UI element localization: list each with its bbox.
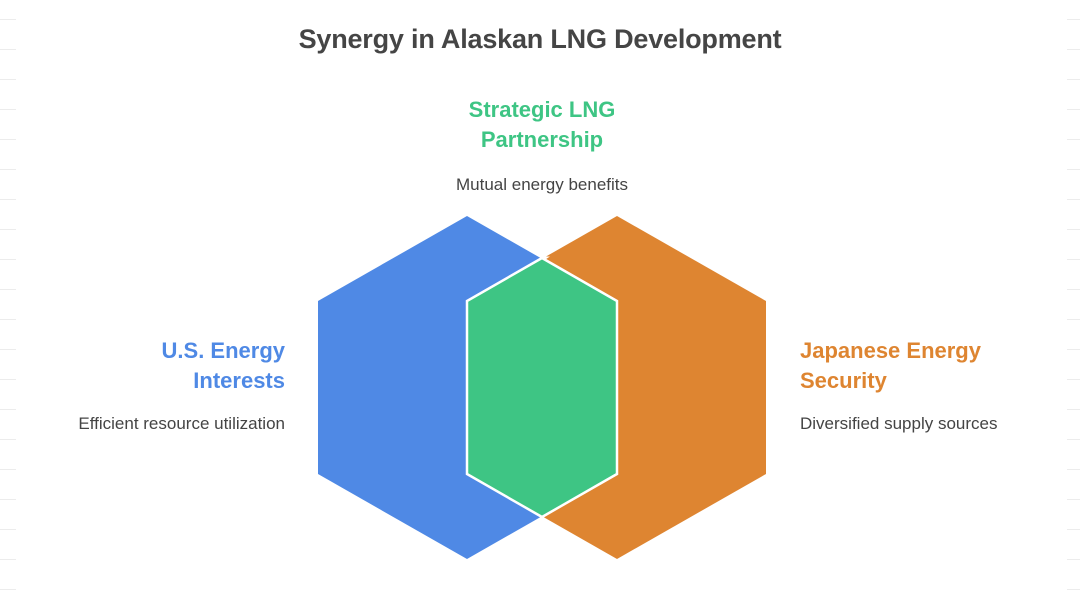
heading-line: Strategic LNG <box>468 97 616 122</box>
strategic-partnership-overlap-hexagon <box>465 256 619 519</box>
us-energy-description: Efficient resource utilization <box>78 414 285 433</box>
heading-line: Security <box>800 368 887 393</box>
japanese-security-heading: Japanese Energy Security <box>800 336 1040 396</box>
heading-line: U.S. Energy <box>161 338 285 363</box>
diagram-title: Synergy in Alaskan LNG Development <box>298 24 782 54</box>
strategic-partnership-heading: Strategic LNG Partnership <box>392 95 692 155</box>
strategic-partnership-description: Mutual energy benefits <box>456 175 628 194</box>
heading-line: Interests <box>193 368 285 393</box>
left-edge-ruler <box>0 0 16 599</box>
heading-line: Japanese Energy <box>800 338 981 363</box>
us-energy-heading: U.S. Energy Interests <box>85 336 285 396</box>
heading-line: Partnership <box>480 127 604 152</box>
right-edge-ruler <box>1067 0 1080 599</box>
japanese-security-description: Diversified supply sources <box>800 414 998 433</box>
